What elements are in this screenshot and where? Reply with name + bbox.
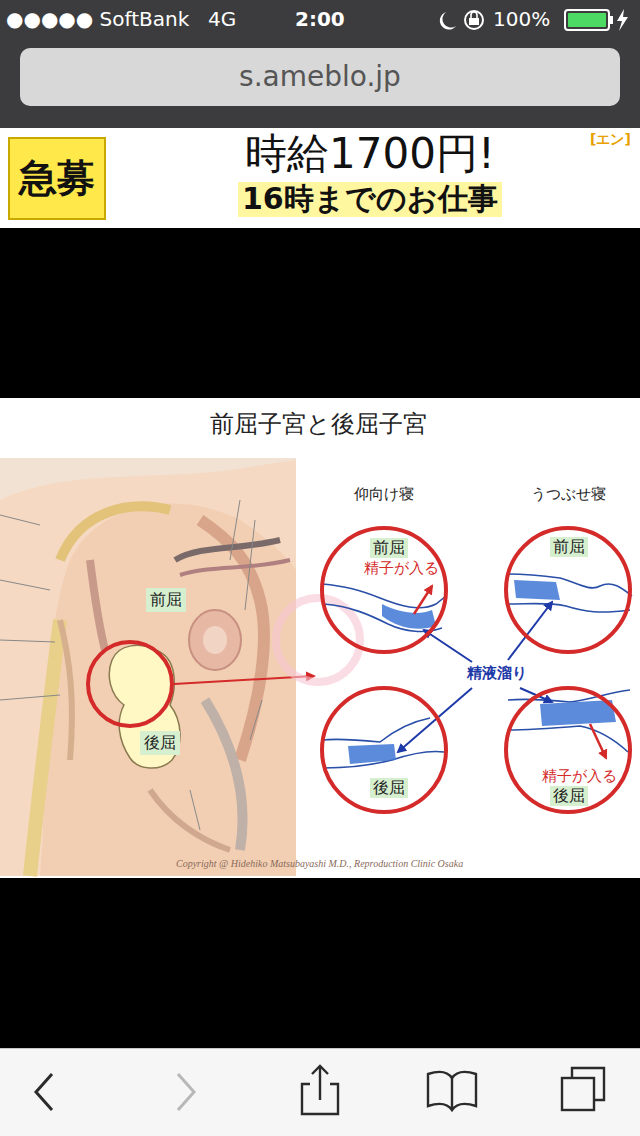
circle-text: 精子が入る [364, 560, 439, 577]
diagram-title: 前屈子宮と後屈子宮 [210, 411, 427, 439]
box-text: 急募 [19, 157, 95, 201]
circle-ring [506, 688, 630, 812]
box-text: 前屈 [150, 591, 182, 609]
network-type: 4G [208, 8, 236, 31]
ad-wage: 時給1700円! [245, 130, 495, 178]
circle-text: 前屈 [550, 537, 588, 557]
circle-ring [322, 528, 446, 652]
ad-brand: [エン] [590, 131, 631, 147]
copyright-note: Copyright @ Hidehiko Matsubayashi M.D., … [176, 858, 463, 870]
pool-label: 精液溜り [465, 665, 529, 682]
column-heading: 仰向け寝 [354, 486, 414, 503]
anatomy-tag: 前屈 [146, 588, 186, 612]
anatomy-tag: 後屈 [140, 731, 180, 755]
circle-ring [322, 688, 446, 812]
box-text: 後屈 [144, 734, 176, 752]
circle-ring [506, 528, 630, 652]
box-text: s.ameblo.jp [239, 61, 401, 93]
ad-badge: 急募 [8, 137, 106, 220]
carrier-signal: ●●●●● SoftBank [6, 8, 189, 31]
zoom-circle: 精子が入る後屈 [504, 686, 632, 814]
ad-hours: 16時までのお仕事 [238, 182, 502, 217]
battery-percent: 100% [493, 8, 550, 31]
column-heading: うつぶせ寝 [531, 486, 606, 503]
clock: 2:00 [295, 8, 345, 31]
circle-text: 精子が入る [542, 768, 617, 785]
zoom-circle: 前屈 [504, 526, 632, 654]
circle-text: 後屈 [370, 778, 408, 798]
circle-text: 前屈 [370, 538, 408, 558]
circle-text: 後屈 [550, 786, 588, 806]
url-bar: s.ameblo.jp [20, 48, 620, 106]
zoom-circle: 前屈精子が入る [320, 526, 448, 654]
zoom-circle: 後屈 [320, 686, 448, 814]
